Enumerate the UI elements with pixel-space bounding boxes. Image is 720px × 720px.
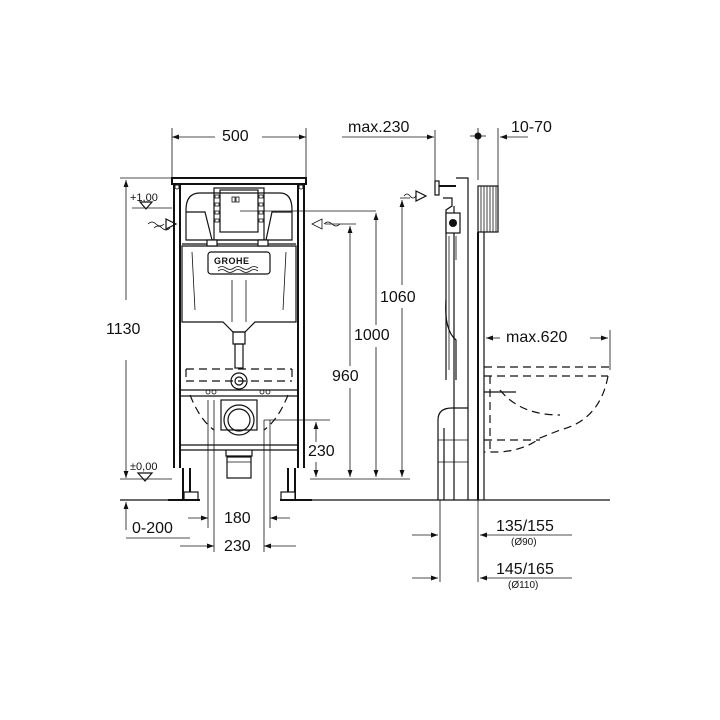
level-floor-label: ±0,00 — [130, 461, 158, 473]
dim-floor-adjust: 0-200 — [132, 520, 173, 537]
level-top-label: +1,00 — [130, 192, 158, 204]
dim-wall-offset: 10-70 — [511, 119, 552, 136]
grohe-logo: GROHE — [214, 256, 250, 266]
dim-height-1000: 1000 — [354, 327, 390, 344]
dim-width-500: 500 — [222, 128, 249, 145]
dim-outlet-1-diameter: (Ø90) — [511, 537, 537, 548]
dim-button-depth: max.230 — [348, 119, 410, 136]
dim-spacing-230: 230 — [224, 538, 251, 555]
dim-height-1060: 1060 — [380, 289, 416, 306]
dim-outlet-1: 135/155 — [496, 518, 554, 535]
dim-spacing-180: 180 — [224, 510, 251, 527]
dim-height-960: 960 — [332, 368, 359, 385]
dim-pan-projection: max.620 — [506, 329, 568, 346]
dim-outlet-2-diameter: (Ø110) — [508, 580, 539, 591]
front-view — [120, 128, 428, 552]
dim-outlet-height-230: 230 — [308, 443, 335, 460]
dim-height-1130: 1130 — [106, 321, 141, 338]
side-view — [342, 128, 611, 582]
dim-outlet-2: 145/165 — [496, 561, 554, 578]
